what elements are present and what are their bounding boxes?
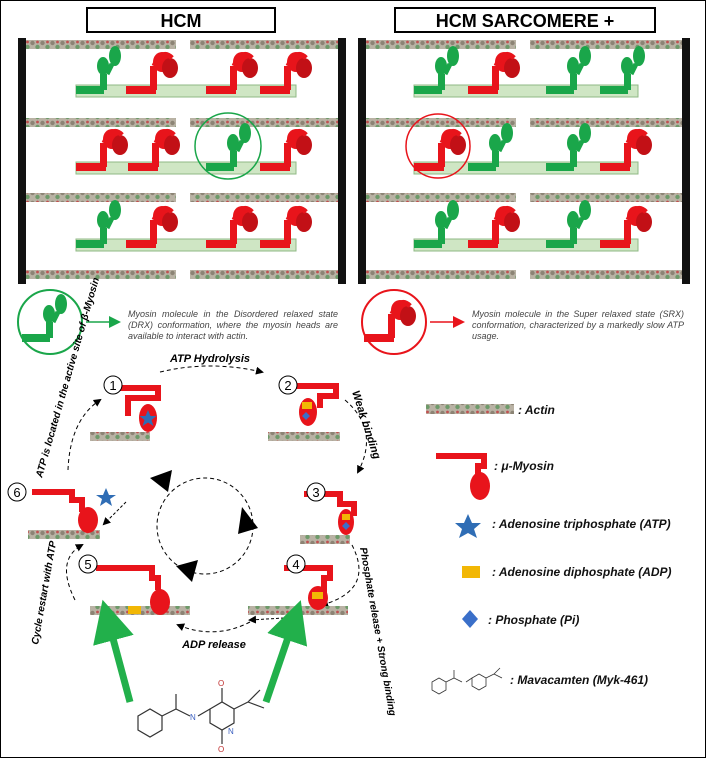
myosin-srx bbox=[600, 206, 652, 248]
state-legend bbox=[17, 289, 465, 355]
actin-filament bbox=[530, 118, 682, 127]
step-number: 6 bbox=[13, 485, 20, 500]
highlight-circle-drx bbox=[194, 112, 262, 180]
pi-diamond-icon bbox=[302, 412, 310, 420]
myosin-srx bbox=[260, 52, 312, 94]
drx-description: Myosin molecule in the Disordered relaxe… bbox=[128, 309, 338, 341]
actin-filament bbox=[26, 270, 176, 279]
z-disc-right bbox=[338, 38, 346, 284]
inhibition-arrow bbox=[262, 600, 308, 704]
legend-myosin: : μ-Myosin bbox=[494, 459, 554, 473]
label-adp-release: ADP release bbox=[181, 639, 246, 651]
step-number: 3 bbox=[312, 485, 319, 500]
srx-description: Myosin molecule in the Super relaxed sta… bbox=[472, 309, 684, 341]
legend-myosin-icon bbox=[436, 453, 487, 480]
svg-text:N: N bbox=[228, 727, 234, 736]
actin-filament bbox=[190, 40, 338, 49]
mavacamten-structure: N N O O bbox=[93, 599, 308, 754]
actin-filament bbox=[366, 118, 516, 127]
z-disc-left bbox=[18, 38, 26, 284]
legend-adp-icon bbox=[462, 566, 480, 578]
panel-title-hcm: HCM bbox=[86, 7, 276, 33]
svg-text:N: N bbox=[190, 713, 196, 722]
svg-text:O: O bbox=[218, 745, 224, 754]
legend-adp: : Adenosine diphosphate (ADP) bbox=[492, 565, 672, 579]
atp-star-icon bbox=[139, 410, 157, 426]
actin-filament bbox=[530, 270, 682, 279]
z-disc-left bbox=[358, 38, 366, 284]
actin-filament bbox=[530, 40, 682, 49]
z-disc-right bbox=[682, 38, 690, 284]
legend-actin-icon bbox=[426, 404, 514, 414]
legend-atp-icon bbox=[455, 514, 481, 538]
inhibition-arrow bbox=[93, 599, 134, 703]
legend-actin: : Actin bbox=[518, 403, 555, 417]
legend-mava-icon bbox=[431, 667, 503, 695]
actin-filament bbox=[26, 40, 176, 49]
myosin-srx bbox=[600, 129, 652, 171]
adp-rect-icon bbox=[302, 402, 312, 409]
label-atp-hydrolysis: ATP Hydrolysis bbox=[169, 353, 250, 365]
actin-filament bbox=[190, 193, 338, 202]
legend-pi: : Phosphate (Pi) bbox=[488, 613, 580, 627]
actin-filament bbox=[366, 40, 516, 49]
label-phosphate-release: Phosphate release + Strong binding bbox=[357, 547, 398, 717]
legend-pi-icon bbox=[462, 610, 478, 628]
label-cycle-restart: Cycle restart with ATP bbox=[30, 540, 59, 646]
step-number: 2 bbox=[284, 378, 291, 393]
legend-atp: : Adenosine triphosphate (ATP) bbox=[492, 517, 671, 531]
actin-filament bbox=[366, 270, 516, 279]
myosin-srx bbox=[260, 129, 312, 171]
step-number: 5 bbox=[84, 557, 91, 572]
actin-filament bbox=[190, 118, 338, 127]
sarcomere-hcm bbox=[18, 38, 346, 284]
step-number: 1 bbox=[109, 378, 116, 393]
legend-mavacamten: : Mavacamten (Myk-461) bbox=[510, 673, 649, 687]
actin-filament bbox=[190, 270, 338, 279]
step-number: 4 bbox=[292, 557, 299, 572]
svg-text:O: O bbox=[218, 679, 224, 688]
panel-title-hcm-sarcomere: HCM SARCOMERE + bbox=[394, 7, 656, 33]
highlight-circle-srx bbox=[405, 113, 471, 179]
myosin-srx bbox=[260, 206, 312, 248]
actin-filament bbox=[26, 193, 176, 202]
sarcomere-hcm-plus bbox=[358, 38, 690, 284]
actin-filament bbox=[366, 193, 516, 202]
actin-filament bbox=[26, 118, 176, 127]
legend-icons bbox=[426, 404, 514, 695]
actin-filament bbox=[530, 193, 682, 202]
